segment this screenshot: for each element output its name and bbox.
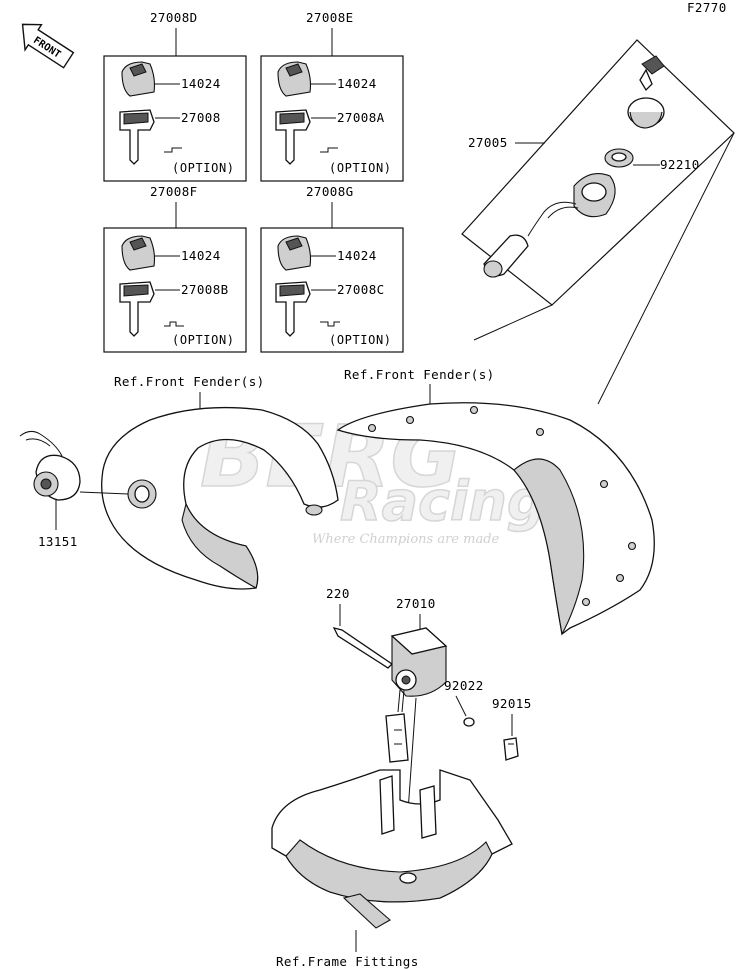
key-set-label: 27008E bbox=[306, 10, 354, 25]
frame-fitting-reference: Ref.Frame Fittings bbox=[271, 769, 513, 969]
right-fender-reference: Ref.Front Fender(s) bbox=[336, 367, 655, 636]
key-set-label: 27008G bbox=[306, 184, 354, 199]
key-head-number: 14024 bbox=[337, 248, 377, 263]
ignition-assembly-number: 27005 bbox=[468, 135, 508, 150]
switch-assembly: 220 27010 92022 92015 bbox=[326, 586, 532, 841]
key-head-number: 14024 bbox=[181, 76, 221, 91]
ignition-nut-number: 92210 bbox=[660, 157, 700, 172]
ref-frame-fittings: Ref.Frame Fittings bbox=[276, 954, 419, 969]
bolt-part-number: 220 bbox=[326, 586, 350, 601]
clip-part-number: 92015 bbox=[492, 696, 532, 711]
key-number: 27008A bbox=[337, 110, 385, 125]
watermark-line2: Racing bbox=[340, 470, 546, 533]
ref-front-fender-left: Ref.Front Fender(s) bbox=[114, 374, 265, 389]
switch-part-number: 27010 bbox=[396, 596, 436, 611]
option-label: (OPTION) bbox=[172, 333, 235, 347]
option-label: (OPTION) bbox=[329, 161, 392, 175]
front-arrow-icon: FRONT bbox=[21, 23, 75, 69]
washer-part-number: 92022 bbox=[444, 678, 484, 693]
option-label: (OPTION) bbox=[172, 161, 235, 175]
key-set-label: 27008F bbox=[150, 184, 198, 199]
key-number: 27008 bbox=[181, 110, 221, 125]
key-set-box-g: 27008G 14024 27008C (OPTION) bbox=[260, 184, 404, 353]
key-set-box-f: 27008F 14024 27008B (OPTION) bbox=[103, 184, 247, 353]
watermark-tagline: Where Champions are made bbox=[312, 532, 500, 547]
key-head-number: 14024 bbox=[337, 76, 377, 91]
key-set-box-e: 27008E 14024 27008A (OPTION) bbox=[260, 10, 404, 182]
socket-part-number: 13151 bbox=[38, 534, 78, 549]
left-fender-reference: Ref.Front Fender(s) 13151 bbox=[19, 374, 339, 590]
ignition-switch-group: 27005 92210 bbox=[461, 39, 735, 405]
key-number: 27008B bbox=[181, 282, 229, 297]
diagram-code: F2770 bbox=[687, 0, 727, 15]
key-set-box-d: 27008D 14024 27008 (OPTION) bbox=[103, 10, 247, 182]
ref-front-fender-right: Ref.Front Fender(s) bbox=[344, 367, 495, 382]
key-number: 27008C bbox=[337, 282, 385, 297]
option-label: (OPTION) bbox=[329, 333, 392, 347]
key-set-label: 27008D bbox=[150, 10, 198, 25]
key-head-number: 14024 bbox=[181, 248, 221, 263]
